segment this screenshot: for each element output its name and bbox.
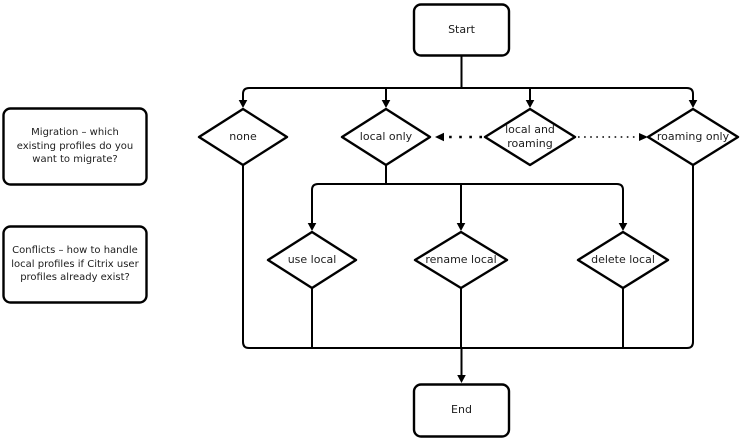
roaming-only-decision-shape <box>646 107 740 167</box>
conflicts-note-shape <box>2 225 148 304</box>
local-only-decision-shape <box>340 107 432 167</box>
arrowhead-to-roamingonly <box>688 100 698 108</box>
arrowhead-to-end <box>457 375 466 383</box>
arrowhead-dotted-right <box>639 133 648 141</box>
arrowhead-to-rename <box>456 223 466 231</box>
connector-branch-second <box>311 183 624 225</box>
none-decision-shape <box>197 107 289 167</box>
arrowhead-dotted-left <box>435 132 444 142</box>
start-node-shape <box>412 3 511 57</box>
migration-note-shape <box>2 107 148 186</box>
rename-local-decision-shape <box>413 230 509 290</box>
arrowhead-to-delete <box>618 223 628 231</box>
arrowhead-to-localroaming <box>525 100 535 108</box>
arrowhead-to-uselocal <box>307 223 317 231</box>
use-local-decision-shape <box>266 230 358 290</box>
connector-branch-top <box>242 87 694 101</box>
end-node-shape <box>412 383 511 438</box>
local-and-roaming-decision-shape <box>483 107 577 167</box>
delete-local-decision-shape <box>576 230 670 290</box>
arrowhead-to-none <box>238 100 248 108</box>
arrowhead-to-localonly <box>381 100 391 108</box>
connector-none-to-merge <box>242 165 694 349</box>
